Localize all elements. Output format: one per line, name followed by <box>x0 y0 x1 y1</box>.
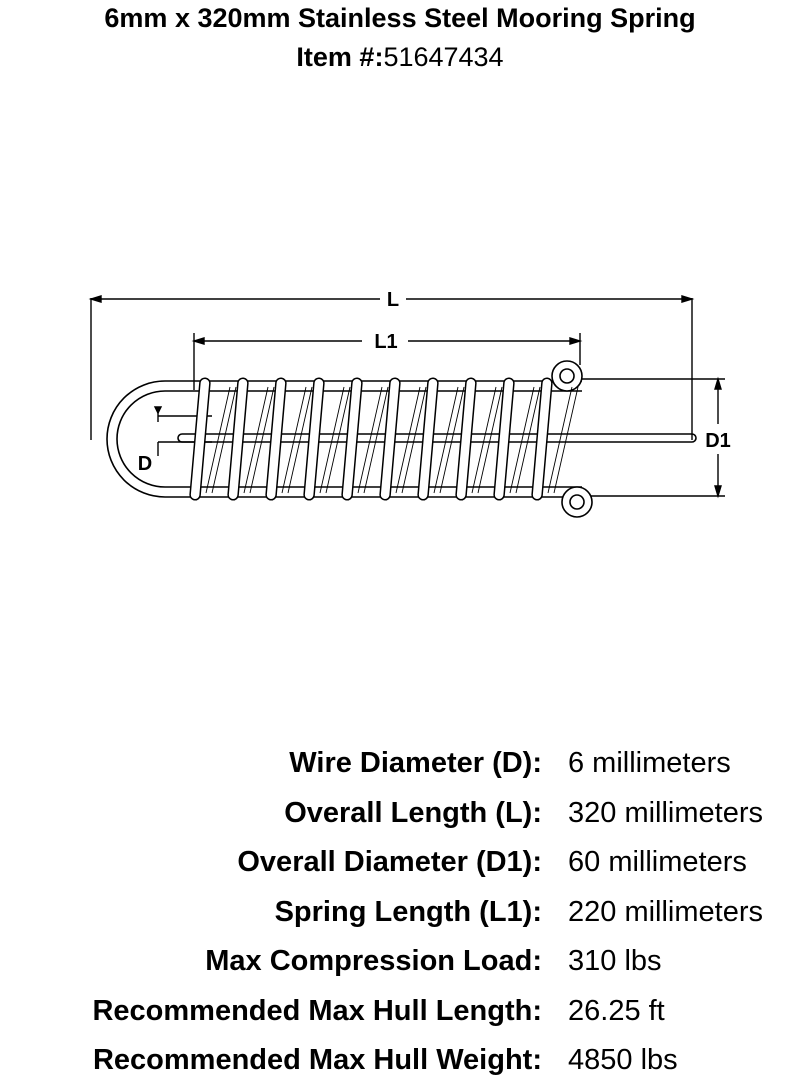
item-number-label: Item #: <box>296 42 384 72</box>
spec-value: 320 millimeters <box>568 796 763 829</box>
coil-back-segment <box>249 386 275 494</box>
coil-front-segment <box>531 377 553 501</box>
coil-back-segment <box>509 386 535 494</box>
spec-value: 60 millimeters <box>568 846 747 878</box>
coil-front-segment <box>341 377 363 501</box>
dimension-label-d: D <box>138 453 152 475</box>
coil-front-segment <box>265 377 287 501</box>
dimension-d1 <box>582 376 725 499</box>
item-number-value: 51647434 <box>383 42 504 72</box>
coil-front-segment <box>379 377 401 501</box>
coil-front-segment <box>417 377 439 501</box>
spec-value: 26.25 ft <box>568 994 665 1027</box>
coil-back-segment <box>325 386 351 494</box>
coil-front-segment <box>189 377 211 501</box>
coil-front-segment <box>455 377 477 501</box>
coil-front-segment <box>227 377 249 501</box>
spec-value: 310 lbs <box>568 945 662 977</box>
coil-back-segment <box>243 386 269 494</box>
spec-label: Overall Diameter (D1): <box>237 846 542 878</box>
coil-back-segment <box>515 386 541 494</box>
dimension-label-l1: L1 <box>374 331 397 353</box>
coil-back-segment <box>433 386 459 494</box>
coil-back-segment <box>205 386 231 494</box>
spec-value: 6 millimeters <box>568 747 731 779</box>
spec-label: Max Compression Load: <box>205 945 542 977</box>
spec-row: Overall Diameter (D1): 60 millimeters <box>0 842 800 882</box>
coil-back-segment <box>211 386 237 494</box>
coil-back-segment <box>395 386 421 494</box>
coil-back-segment <box>287 386 313 494</box>
mooring-spring-drawing: L L1 D1 D <box>88 289 731 518</box>
coil-back-segment <box>363 386 389 494</box>
coil-back-segment <box>439 386 465 494</box>
spec-value: 4850 lbs <box>568 1044 678 1076</box>
spec-row: Max Compression Load: 310 lbs <box>0 941 800 981</box>
coil-back-segment <box>319 386 345 494</box>
dimension-label-l: L <box>387 289 399 311</box>
dimension-l <box>88 295 695 440</box>
coil-front-segment <box>303 377 325 501</box>
coil-front-segment <box>493 377 515 501</box>
spec-label: Recommended Max Hull Length: <box>92 994 542 1027</box>
spec-row: Recommended Max Hull Weight: 4850 lbs <box>0 1040 800 1080</box>
spec-row: Recommended Max Hull Length: 26.25 ft <box>0 991 800 1031</box>
coil-back-segment <box>553 386 579 494</box>
spec-label: Spring Length (L1): <box>274 895 542 928</box>
item-number-line: Item #:51647434 <box>0 42 800 72</box>
spring-coils <box>189 377 579 501</box>
spec-value: 220 millimeters <box>568 895 763 928</box>
spec-label: Overall Length (L): <box>284 796 542 829</box>
spec-row: Spring Length (L1): 220 millimeters <box>0 892 800 932</box>
coil-back-segment <box>357 386 383 494</box>
spring-wire-frame <box>106 380 697 498</box>
coil-back-segment <box>401 386 427 494</box>
coil-back-segment <box>471 386 497 494</box>
product-title: 6mm x 320mm Stainless Steel Mooring Spri… <box>104 3 696 33</box>
spec-label: Recommended Max Hull Weight: <box>92 1044 542 1076</box>
dimension-label-d1: D1 <box>705 430 731 452</box>
coil-back-segment <box>547 386 573 494</box>
dimension-l1 <box>191 333 583 390</box>
spec-row: Overall Length (L): 320 millimeters <box>0 793 800 833</box>
spring-end-eyes <box>551 360 593 518</box>
coil-back-segment <box>477 386 503 494</box>
spec-row: Wire Diameter (D): 6 millimeters <box>0 743 800 783</box>
spec-label: Wire Diameter (D): <box>289 747 542 779</box>
coil-back-segment <box>281 386 307 494</box>
